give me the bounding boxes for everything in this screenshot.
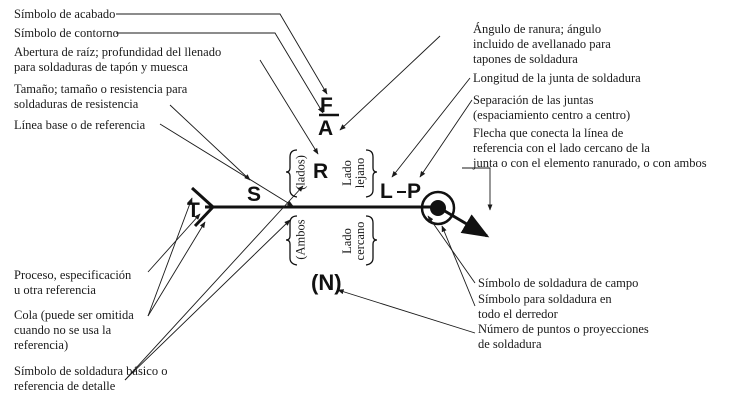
leader-acabado (116, 13, 328, 95)
leader-separacion (419, 99, 473, 178)
leader-contorno (116, 32, 324, 114)
leader-basico-1 (124, 219, 291, 381)
symbol-l: L (380, 180, 393, 203)
label-flecha: Flecha que conecta la línea de referenci… (473, 126, 707, 170)
symbol-s: S (247, 183, 262, 206)
leader-tamano (169, 104, 251, 181)
leader-abertura (259, 59, 319, 155)
leader-proceso (147, 213, 201, 273)
brace-top-right (365, 149, 378, 198)
label-simbolo-basico: Símbolo de soldadura básico o referencia… (14, 364, 168, 393)
tail-lower-line (193, 205, 215, 228)
symbol-r: R (313, 160, 329, 183)
label-longitud-junta: Longitud de la junta de soldadura (473, 71, 641, 85)
side-lado-cercano: Lado cercano (340, 221, 367, 261)
label-linea-base: Línea base o de referencia (14, 118, 146, 132)
label-simbolo-acabado: Símbolo de acabado (14, 7, 116, 21)
label-separacion: Separación de las juntas (espaciamiento … (473, 93, 631, 122)
label-simbolo-contorno: Símbolo de contorno (14, 26, 119, 40)
tail-upper-line (190, 186, 215, 209)
leader-alrededor (441, 225, 476, 307)
side-ambos: (Ambos (293, 219, 308, 260)
leader-flecha (462, 167, 493, 211)
leader-linea-base (159, 123, 294, 207)
weld-all-around-circle (420, 190, 456, 226)
side-lado-lejano: Lado lejano (340, 157, 367, 189)
side-lados: (lados) (293, 155, 308, 190)
leader-basico-2 (124, 185, 304, 381)
symbol-f: F (320, 94, 333, 117)
leader-longitud (391, 77, 471, 178)
label-proceso: Proceso, especificación u otra referenci… (14, 268, 132, 297)
symbol-n: (N) (311, 270, 342, 295)
leader-cola-2 (147, 221, 206, 317)
brace-top-left (285, 149, 298, 198)
label-angulo-ranura: Ángulo de ranura; ángulo incluido de ave… (473, 22, 611, 66)
field-weld-dot (430, 200, 446, 216)
symbol-a: A (318, 117, 334, 140)
label-abertura-raiz: Abertura de raíz; profundidad del llenad… (14, 45, 222, 74)
label-soldadura-campo: Símbolo de soldadura de campo (478, 276, 639, 290)
arrow-line (437, 205, 490, 238)
leader-angulo (339, 35, 441, 131)
symbol-t: T (187, 199, 200, 222)
symbol-p: P (407, 180, 422, 203)
label-numero-puntos: Número de puntos o proyecciones de solda… (478, 322, 649, 351)
label-tamano: Tamaño; tamaño o resistencia para soldad… (14, 82, 188, 111)
label-cola: Cola (puede ser omitida cuando no se usa… (14, 308, 134, 352)
label-soldadura-alrededor: Símbolo para soldadura en todo el derred… (478, 292, 612, 321)
brace-bottom-right (365, 215, 378, 266)
leader-puntos (337, 289, 476, 334)
leader-cola-1 (147, 197, 193, 317)
